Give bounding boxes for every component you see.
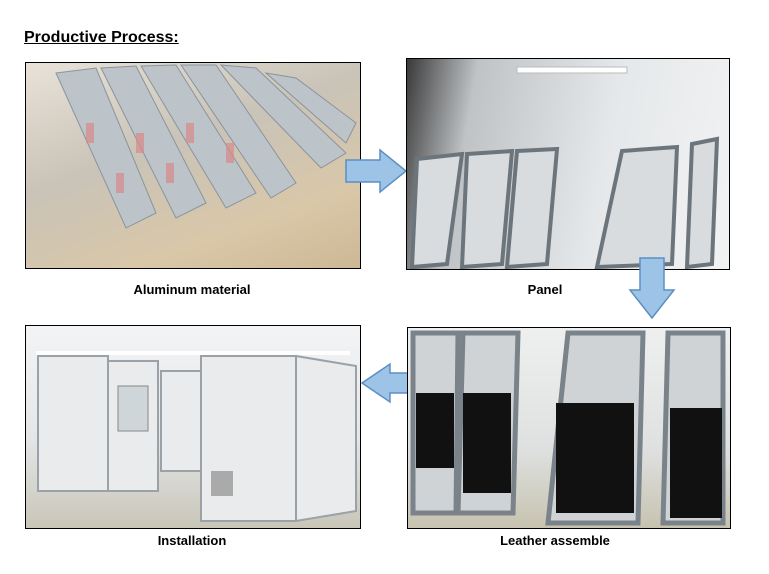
page-title: Productive Process: — [24, 29, 179, 46]
leather-panels-illustration — [410, 330, 726, 526]
caption-installation: Installation — [157, 533, 227, 548]
photo-panel — [406, 58, 730, 270]
arrow-down-icon — [628, 257, 676, 320]
caption-panel: Panel — [527, 282, 563, 297]
photo-leather-assemble — [407, 327, 731, 529]
arrow-right-icon — [345, 148, 408, 194]
caption-leather-assemble: Leather assemble — [500, 533, 610, 548]
photo-installation — [25, 325, 361, 529]
photo-aluminum-material — [25, 62, 361, 269]
caption-aluminum-material: Aluminum material — [133, 282, 251, 297]
aluminum-profiles-illustration — [55, 64, 357, 229]
booths-illustration — [36, 351, 357, 523]
panels-illustration — [409, 66, 720, 269]
